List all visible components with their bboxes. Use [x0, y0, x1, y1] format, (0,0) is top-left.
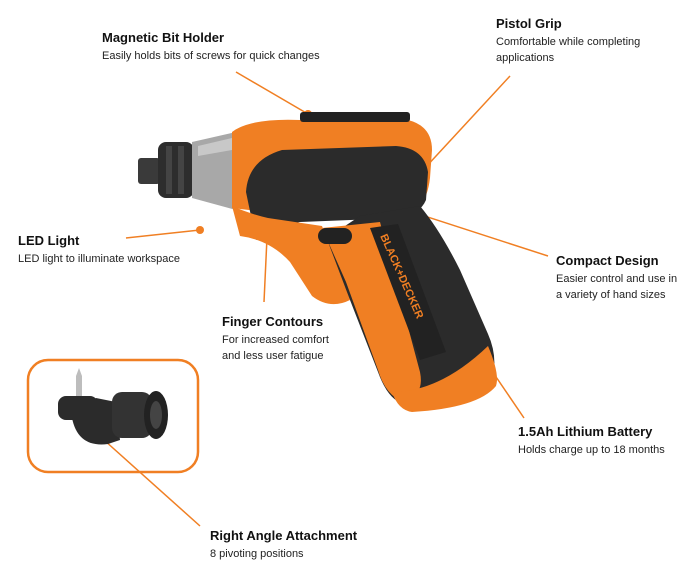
screwdriver [138, 112, 497, 412]
callout-title: Compact Design [556, 253, 659, 268]
callout-title: Pistol Grip [496, 16, 562, 31]
callout-desc: Holds charge up to 18 months [518, 444, 665, 456]
callout-magnetic-bit-holder: Magnetic Bit Holder Easily holds bits of… [102, 30, 320, 64]
right-angle-attachment-image [58, 368, 168, 445]
callout-desc: Easily holds bits of screws for quick ch… [102, 50, 320, 62]
callout-led-light: LED Light LED light to illuminate worksp… [18, 233, 180, 267]
callout-desc-line1: For increased comfort [222, 334, 329, 346]
callout-pistol-grip: Pistol Grip Comfortable while completing… [496, 16, 640, 66]
callout-right-angle: Right Angle Attachment 8 pivoting positi… [210, 528, 357, 562]
callout-desc-line2: applications [496, 52, 555, 64]
leader-led-light [125, 229, 201, 239]
leader-magnetic-bit-holder [235, 71, 309, 115]
callout-compact-design: Compact Design Easier control and use in… [556, 253, 677, 303]
callout-desc-line1: Easier control and use in [556, 273, 678, 285]
attachment-frame [26, 358, 200, 474]
callout-title: LED Light [18, 233, 80, 248]
callout-desc-line1: Comfortable while completing [496, 36, 641, 48]
callout-desc-line2: and less user fatigue [222, 350, 324, 362]
callout-desc-line2: a variety of hand sizes [556, 289, 666, 301]
leader-right-angle [103, 439, 201, 527]
callout-battery: 1.5Ah Lithium Battery Holds charge up to… [518, 424, 665, 458]
callout-title: 1.5Ah Lithium Battery [518, 424, 653, 439]
callout-desc: LED light to illuminate workspace [18, 253, 181, 265]
callout-title: Finger Contours [222, 314, 324, 329]
callout-title: Magnetic Bit Holder [102, 30, 225, 45]
callout-finger-contours: Finger Contours For increased comfort an… [222, 314, 329, 364]
callout-title: Right Angle Attachment [210, 528, 358, 543]
callout-desc: 8 pivoting positions [210, 548, 304, 560]
